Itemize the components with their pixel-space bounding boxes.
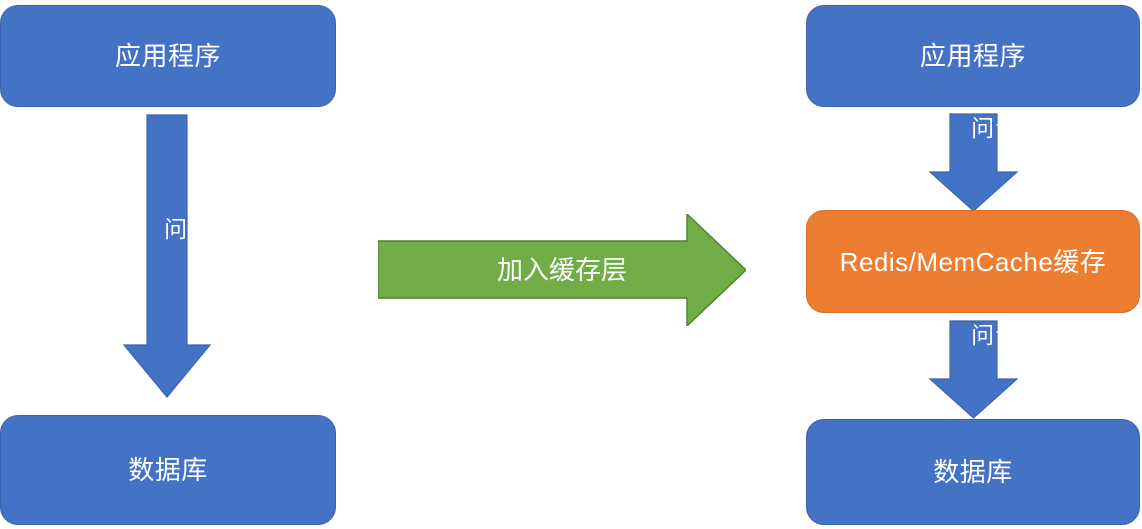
right-access-arrow-top[interactable]: 访问: [928, 113, 1019, 212]
left-database-label: 数据库: [128, 455, 208, 485]
right-database-label: 数据库: [933, 457, 1013, 487]
right-application-label: 应用程序: [919, 41, 1026, 71]
left-access-arrow[interactable]: 访问: [122, 114, 212, 398]
right-access-arrow-bottom[interactable]: 访问: [928, 320, 1019, 419]
right-application-box[interactable]: 应用程序: [806, 5, 1140, 107]
right-access-arrow-bottom-icon: [928, 320, 1019, 419]
add-cache-layer-arrow-icon: [378, 214, 746, 326]
left-application-label: 应用程序: [114, 41, 221, 71]
left-application-box[interactable]: 应用程序: [0, 5, 336, 107]
right-access-arrow-top-icon: [928, 113, 1019, 212]
right-database-box[interactable]: 数据库: [806, 419, 1140, 525]
add-cache-layer-arrow[interactable]: 加入缓存层: [378, 214, 746, 326]
left-database-box[interactable]: 数据库: [0, 415, 336, 525]
cache-box[interactable]: Redis/MemCache缓存: [806, 210, 1140, 313]
left-access-arrow-icon: [122, 114, 212, 398]
cache-label: Redis/MemCache缓存: [839, 246, 1107, 277]
